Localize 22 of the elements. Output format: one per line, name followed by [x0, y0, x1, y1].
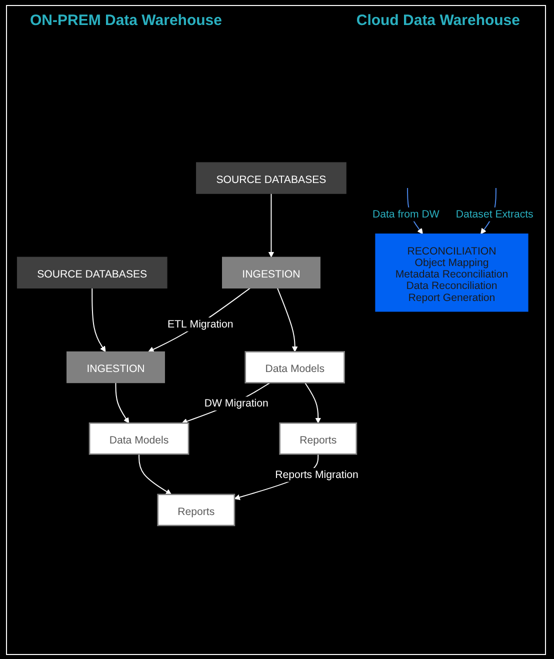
arrow	[92, 288, 106, 352]
process-box: SOURCE DATABASES	[16, 256, 168, 288]
process-box: INGESTION	[222, 256, 320, 288]
process-box: Reports	[279, 422, 358, 455]
arrow	[138, 454, 172, 495]
process-box: SOURCE DATABASES	[196, 162, 346, 194]
process-box: RECONCILIATION Object Mapping Metadata Reconciliation Data Reconciliation Report Generation	[375, 234, 528, 312]
edge-label: ETL Migration	[166, 317, 234, 332]
arrow	[304, 382, 322, 424]
edge-label: Reports Migration	[274, 468, 360, 482]
arrow	[115, 382, 130, 424]
edge-label: Dataset Extracts	[454, 207, 535, 222]
edge-label: DW Migration	[203, 396, 270, 411]
process-box: Data Models	[244, 351, 345, 384]
column-heading: ON-PREM Data Warehouse	[29, 12, 223, 29]
process-box: Reports	[157, 494, 236, 526]
edge-label: Data from DW	[371, 207, 442, 222]
process-box: Data Models	[88, 422, 190, 455]
arrow	[276, 288, 298, 352]
process-box: INGESTION	[66, 351, 165, 384]
column-heading: Cloud Data Warehouse	[355, 12, 521, 29]
arrow	[268, 193, 274, 258]
